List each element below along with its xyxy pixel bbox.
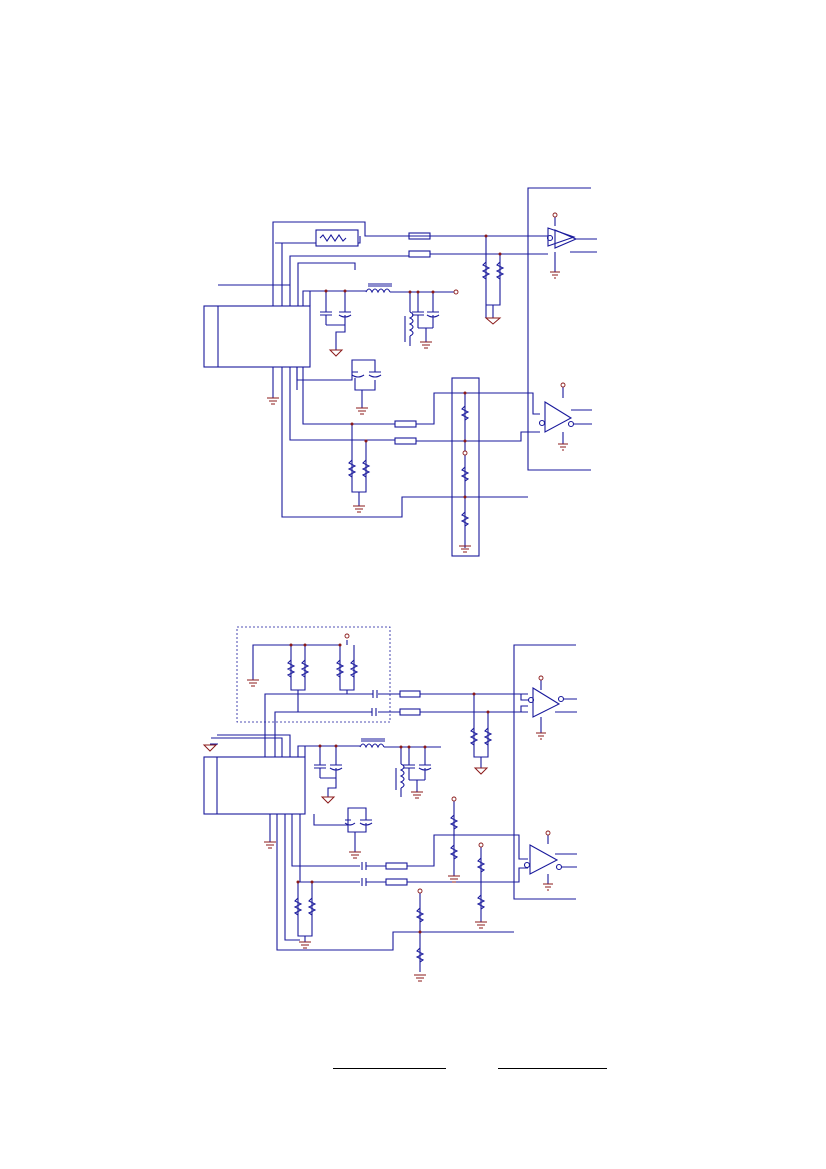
isolation-transformer <box>404 292 414 346</box>
signature-line-left <box>333 1068 446 1069</box>
line-driver-top <box>546 212 597 279</box>
common-mode-choke-lower <box>359 738 385 749</box>
coupling-capacitors-bottom <box>361 862 386 886</box>
transceiver-ic <box>203 305 311 368</box>
bus-frame <box>527 187 591 471</box>
schematic-lower <box>202 626 577 982</box>
line-driver-lower-bottom <box>523 830 577 891</box>
filter-capacitors-left <box>320 291 352 350</box>
ic-bottom-wires <box>281 367 528 518</box>
ground-icon <box>267 397 279 405</box>
ground-icon <box>202 744 218 752</box>
filter-capacitors-right <box>412 292 440 342</box>
series-resistor-lower-4 <box>385 878 408 886</box>
series-resistor-lower-2 <box>399 708 421 716</box>
line-driver-lower-top <box>520 675 577 740</box>
ground-icon <box>247 679 259 687</box>
bus-frame-lower <box>513 644 576 900</box>
ground-icon <box>328 349 344 357</box>
dashed-enclosure <box>236 626 391 723</box>
bias-resistors-bottom <box>351 424 367 506</box>
signature-line-right <box>498 1068 607 1069</box>
series-resistor-lower-1 <box>399 690 421 698</box>
line-driver-bottom <box>538 382 592 451</box>
bias-resistors-top <box>485 236 501 318</box>
ground-icon <box>484 317 502 325</box>
resistor-divider-panel <box>451 377 480 557</box>
series-resistor-lower-3 <box>385 862 408 870</box>
common-mode-choke <box>365 283 392 294</box>
decoupling-capacitors <box>296 359 382 408</box>
termination-resistor <box>315 229 359 247</box>
schematic-upper <box>203 187 597 557</box>
transceiver-ic-lower <box>203 756 306 815</box>
coupling-capacitors-top <box>371 690 378 716</box>
